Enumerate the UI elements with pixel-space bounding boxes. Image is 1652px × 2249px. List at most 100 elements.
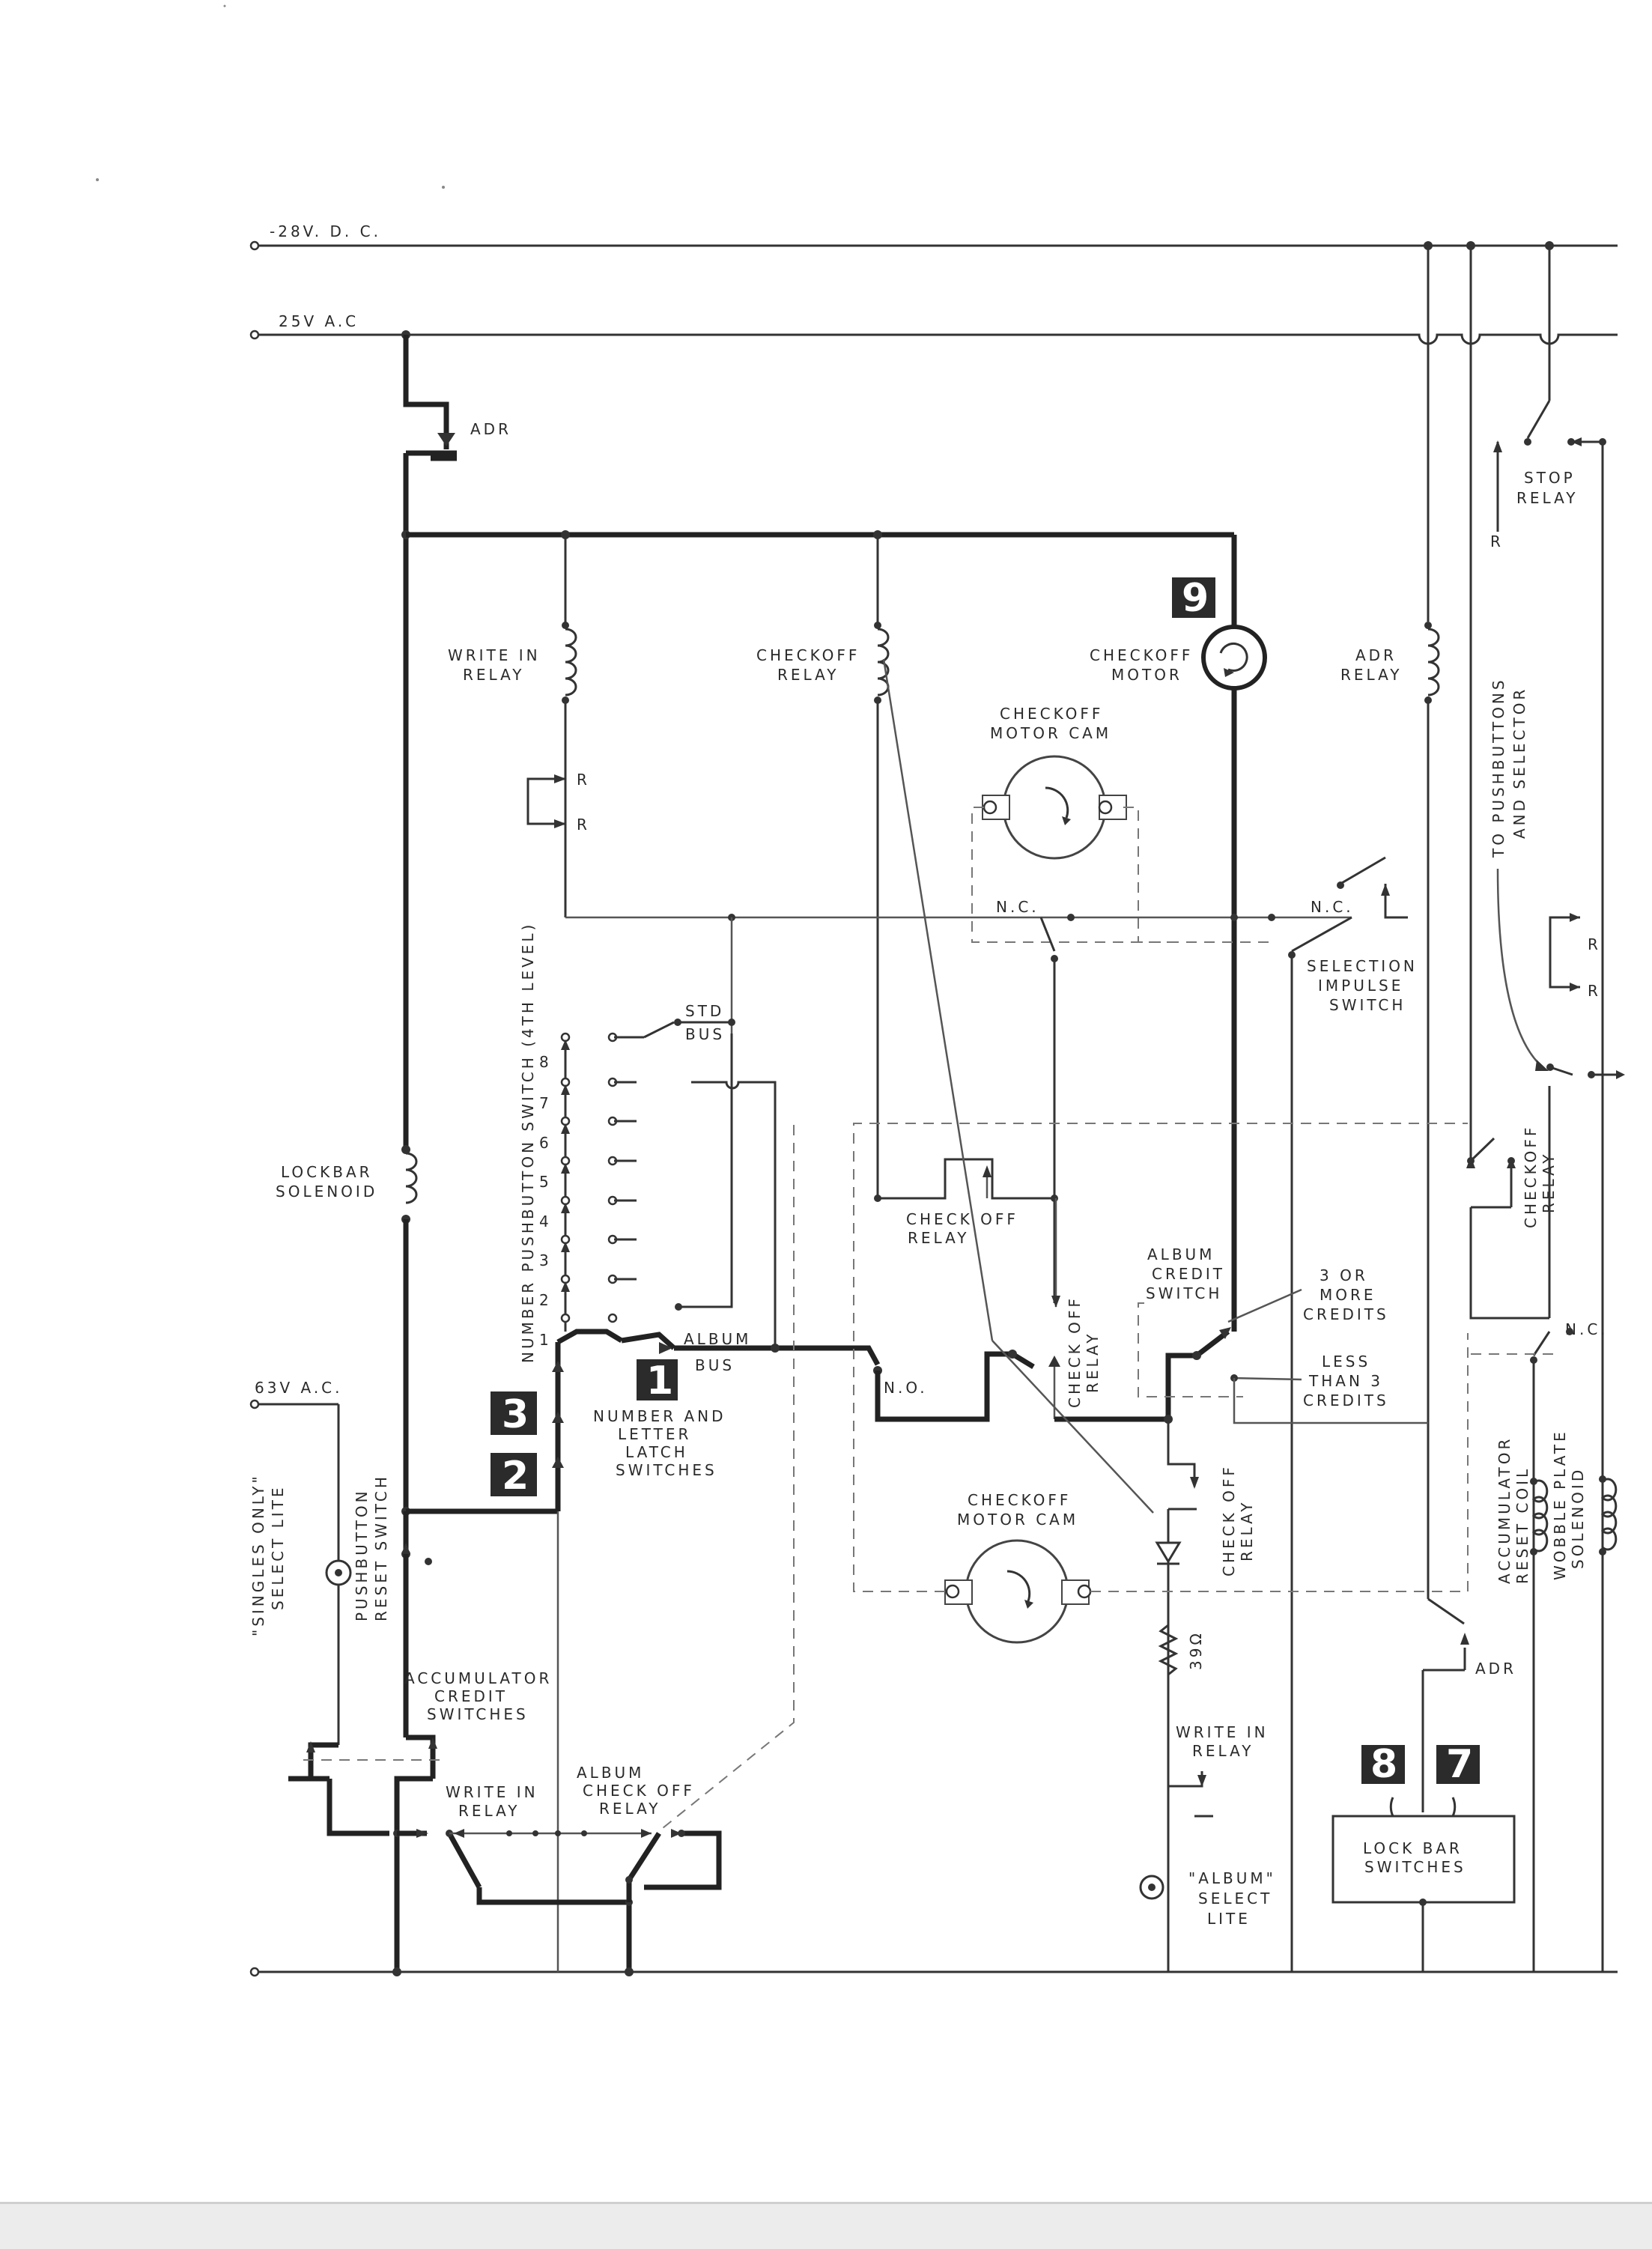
svg-text:SELECT LITE: SELECT LITE [269, 1484, 287, 1610]
svg-text:WRITE IN: WRITE IN [446, 1783, 538, 1801]
svg-text:3: 3 [502, 1392, 529, 1437]
svg-text:"SINGLES ONLY": "SINGLES ONLY" [249, 1473, 267, 1636]
svg-text:8: 8 [539, 1053, 552, 1071]
svg-text:4: 4 [539, 1212, 552, 1230]
svg-text:R: R [577, 771, 590, 789]
badge-2: 2 [491, 1453, 537, 1499]
svg-text:RESET SWITCH: RESET SWITCH [372, 1474, 390, 1621]
adr-relay: ADR RELAY [1340, 622, 1440, 704]
badge-7: 7 [1436, 1742, 1480, 1787]
dc-drops [1424, 241, 1554, 1599]
svg-text:ACCUMULATOR: ACCUMULATOR [1495, 1436, 1513, 1584]
right-checkoff-relay: CHECKOFF RELAY N.C. [1466, 1086, 1606, 1972]
to-pushbuttons: TO PUSHBUTTONS AND SELECTOR R R [1489, 677, 1625, 1079]
pushbutton-reset-switch: PUSHBUTTON RESET SWITCH [353, 1474, 432, 1621]
svg-text:RELAY: RELAY [1084, 1332, 1102, 1393]
svg-text:STD: STD [685, 1002, 724, 1020]
svg-text:BUS: BUS [685, 1025, 725, 1043]
svg-text:2: 2 [502, 1454, 529, 1499]
svg-text:R: R [1588, 982, 1601, 1000]
checkoff-relay-label-1: CHECKOFF [756, 646, 860, 664]
svg-text:RELAY: RELAY [1238, 1500, 1256, 1561]
check-off-relay-mid: CHECK OFF RELAY CHECK OFF RELAY [874, 1158, 1102, 1408]
singles-only-lite: "SINGLES ONLY" SELECT LITE [249, 1473, 352, 1636]
accumulator-credit-switches: ACCUMULATOR CREDIT SWITCHES [288, 1669, 552, 1972]
checkoff-relay-label-2: RELAY [777, 666, 839, 684]
adr-relay-label-1: ADR [1355, 646, 1397, 664]
svg-text:1: 1 [539, 1331, 552, 1349]
svg-text:CHECKOFF: CHECKOFF [1522, 1125, 1540, 1228]
svg-text:LOCK BAR: LOCK BAR [1363, 1839, 1463, 1857]
svg-text:7: 7 [1446, 1742, 1473, 1787]
svg-text:SWITCHES: SWITCHES [427, 1705, 529, 1723]
svg-text:PUSHBUTTON: PUSHBUTTON [353, 1488, 371, 1621]
svg-text:RELAY: RELAY [908, 1229, 969, 1247]
write-in-relay: R R WRITE IN RELAY [448, 535, 590, 917]
to-pushbuttons-label-1: TO PUSHBUTTONS [1489, 677, 1507, 858]
svg-text:R: R [1588, 935, 1601, 953]
svg-text:RELAY: RELAY [458, 1802, 520, 1820]
ac63-rail-label: 63V A.C. [255, 1379, 343, 1397]
pushbutton-switch-label: NUMBER PUSHBUTTON SWITCH (4TH LEVEL) [519, 922, 537, 1363]
stop-relay-label-2: RELAY [1516, 489, 1578, 507]
svg-text:3: 3 [539, 1251, 552, 1269]
badge-9: 9 [1172, 576, 1215, 621]
svg-text:NUMBER AND: NUMBER AND [593, 1407, 726, 1425]
svg-text:CREDITS: CREDITS [1303, 1391, 1389, 1409]
svg-text:9: 9 [1182, 576, 1209, 621]
svg-text:R: R [577, 816, 590, 834]
svg-text:RELAY: RELAY [1192, 1742, 1254, 1760]
adr-contact-label: ADR [470, 420, 511, 438]
checkoff-relay-top: CHECKOFF RELAY [756, 535, 890, 1198]
svg-text:MOTOR CAM: MOTOR CAM [990, 724, 1111, 742]
checkoff-motor-cam-bottom: CHECKOFF MOTOR CAM [658, 658, 1469, 1832]
adr-relay-label-2: RELAY [1340, 666, 1402, 684]
svg-text:SWITCH: SWITCH [1146, 1284, 1222, 1302]
svg-text:SOLENOID: SOLENOID [1569, 1467, 1587, 1569]
svg-text:3 OR: 3 OR [1320, 1266, 1368, 1284]
write-in-relay-lower: WRITE IN RELAY [397, 1783, 652, 1972]
svg-text:ALBUM: ALBUM [684, 1330, 751, 1348]
svg-text:MOTOR CAM: MOTOR CAM [957, 1511, 1078, 1529]
svg-text:THAN 3: THAN 3 [1308, 1372, 1383, 1390]
svg-text:SWITCH: SWITCH [1329, 996, 1406, 1014]
svg-text:CHECK OFF: CHECK OFF [583, 1782, 695, 1800]
svg-text:CREDITS: CREDITS [1303, 1305, 1389, 1323]
svg-text:LATCH: LATCH [625, 1443, 688, 1461]
svg-text:SELECT: SELECT [1198, 1890, 1272, 1907]
svg-text:SELECTION: SELECTION [1307, 957, 1418, 975]
number-pushbutton-switch: NUMBER PUSHBUTTON SWITCH (4TH LEVEL) [519, 922, 777, 1363]
svg-text:8: 8 [1370, 1742, 1397, 1787]
svg-text:6: 6 [539, 1134, 552, 1152]
lockbar-label-2: SOLENOID [276, 1183, 377, 1201]
scan-edge [0, 2202, 1652, 2249]
accumulator-reset-coil: ACCUMULATOR RESET COIL [1495, 1436, 1549, 1584]
svg-text:R: R [1490, 532, 1504, 550]
dc-rail-label: -28V. D. C. [270, 222, 381, 240]
svg-text:MORE: MORE [1320, 1286, 1376, 1304]
svg-text:CHECK OFF: CHECK OFF [1220, 1464, 1238, 1576]
wobble-plate-solenoid: WOBBLE PLATE SOLENOID [1551, 1429, 1618, 1580]
svg-text:SWITCHES: SWITCHES [1364, 1858, 1466, 1876]
svg-text:2: 2 [539, 1291, 552, 1309]
write-in-relay-label-2: RELAY [463, 666, 524, 684]
svg-text:ALBUM: ALBUM [577, 1764, 644, 1782]
badge-8: 8 [1361, 1742, 1405, 1787]
pushbutton-contacts [560, 1019, 681, 1323]
svg-text:N.C.: N.C. [996, 898, 1039, 916]
svg-text:ACCUMULATOR: ACCUMULATOR [404, 1669, 552, 1687]
svg-text:5: 5 [539, 1173, 552, 1191]
svg-text:WRITE IN: WRITE IN [1176, 1723, 1269, 1741]
svg-text:7: 7 [539, 1094, 552, 1112]
svg-text:BUS: BUS [695, 1356, 735, 1374]
svg-text:ADR: ADR [1475, 1660, 1516, 1678]
svg-text:N.O.: N.O. [884, 1379, 928, 1397]
svg-text:N.C.: N.C. [1311, 898, 1354, 916]
svg-text:WOBBLE PLATE: WOBBLE PLATE [1551, 1429, 1569, 1580]
lockbar-solenoid-coil [401, 1145, 418, 1224]
lockbar-label-1: LOCKBAR [281, 1163, 373, 1181]
ac-rail-label: 25V A.C [279, 312, 359, 330]
to-pushbuttons-label-2: AND SELECTOR [1510, 687, 1528, 839]
svg-text:CREDIT: CREDIT [434, 1687, 508, 1705]
svg-text:CHECKOFF: CHECKOFF [1000, 705, 1103, 723]
